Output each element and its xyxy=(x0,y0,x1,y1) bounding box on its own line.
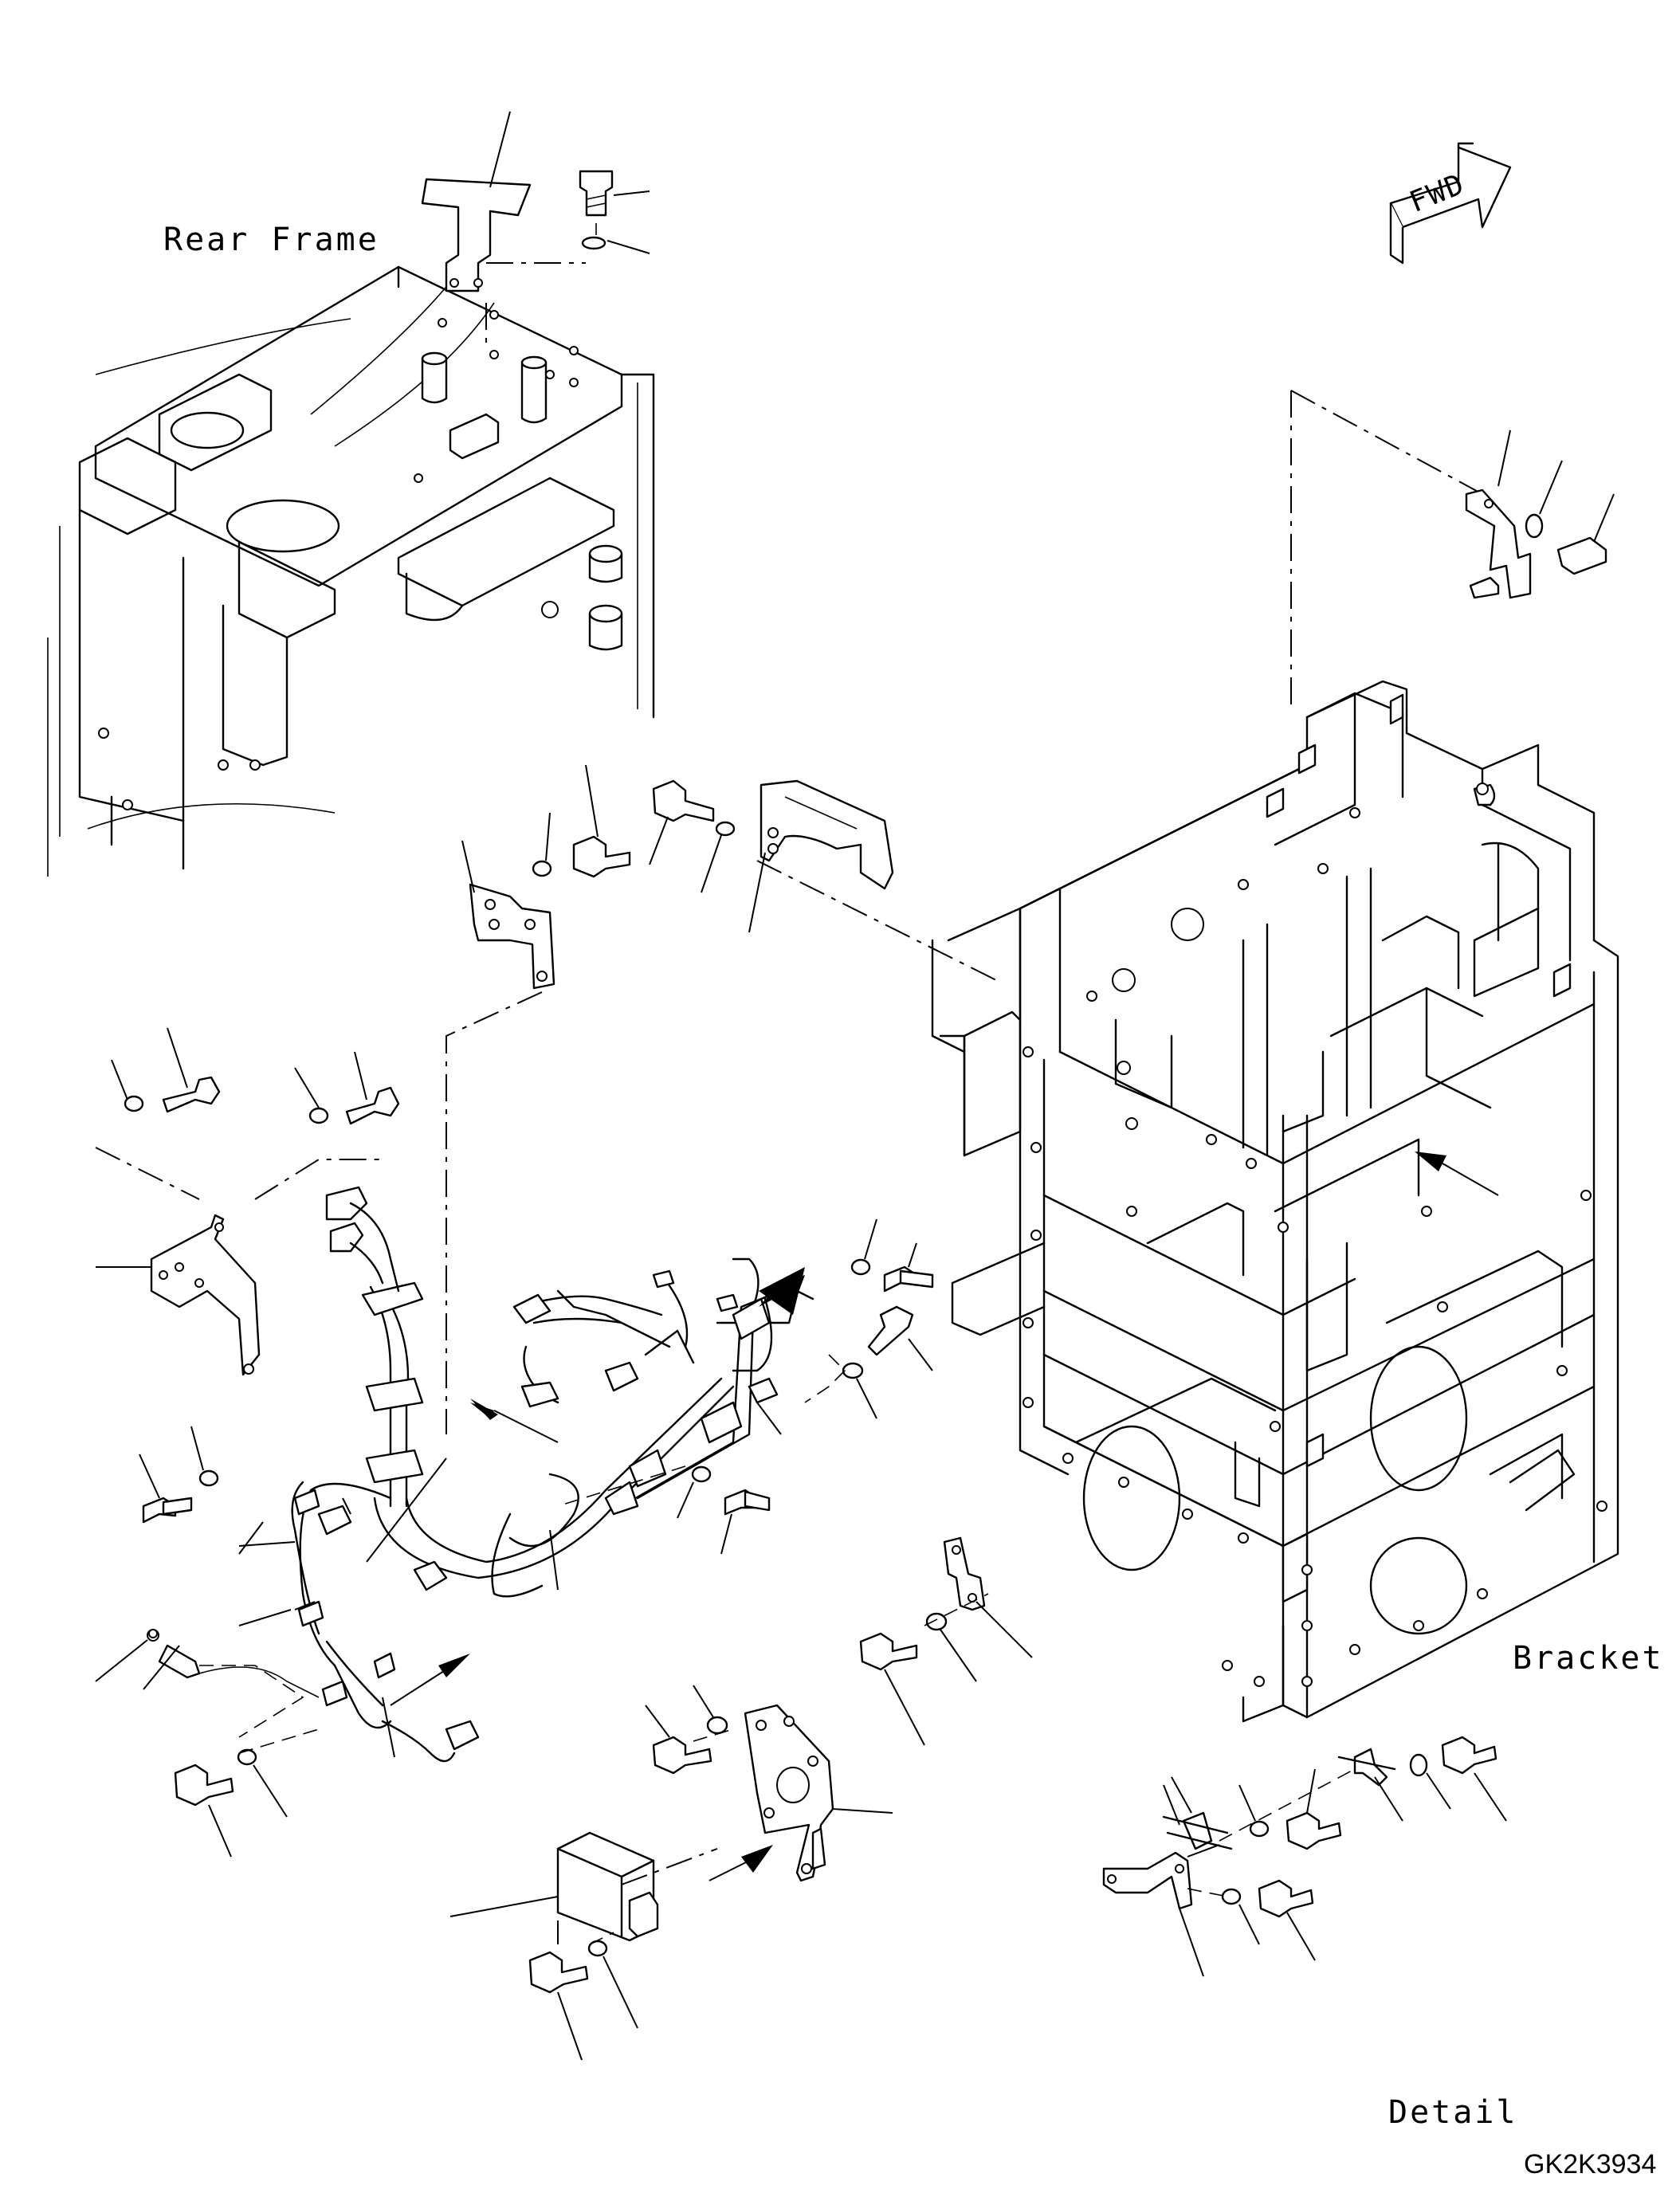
controller-mounting-plate xyxy=(645,1685,893,1882)
bracket-label: Bracket xyxy=(1513,1640,1664,1677)
view-direction-arrow-icon xyxy=(759,1267,805,1315)
controller-bolts xyxy=(528,1932,638,2061)
detail-assembly xyxy=(1102,1736,1507,1977)
rear-frame-bolt xyxy=(579,170,650,254)
drawing-code: GK2K3934 xyxy=(1524,2149,1657,2179)
rear-frame-label: Rear Frame xyxy=(163,222,379,258)
left-harness-bracket xyxy=(95,1027,400,1376)
bracket-frame xyxy=(931,680,1619,1723)
upper-sensor-bracket xyxy=(1465,430,1615,599)
rear-frame-clip-bracket xyxy=(421,111,586,351)
chassis-clip-bracket xyxy=(859,1536,1033,1746)
detail-label: Detail xyxy=(1388,2094,1518,2131)
controller-unit xyxy=(449,1831,718,1944)
harness-left-bolts xyxy=(95,1426,559,1758)
fwd-arrow-icon xyxy=(1389,142,1512,265)
bottom-left-bolts xyxy=(174,1728,320,1858)
cover-bolt xyxy=(649,779,736,893)
harness-right-bolts xyxy=(557,1218,934,1555)
rear-frame-assembly xyxy=(47,265,655,877)
harness-cover xyxy=(748,779,894,933)
harness-mount-bracket xyxy=(446,764,631,1434)
